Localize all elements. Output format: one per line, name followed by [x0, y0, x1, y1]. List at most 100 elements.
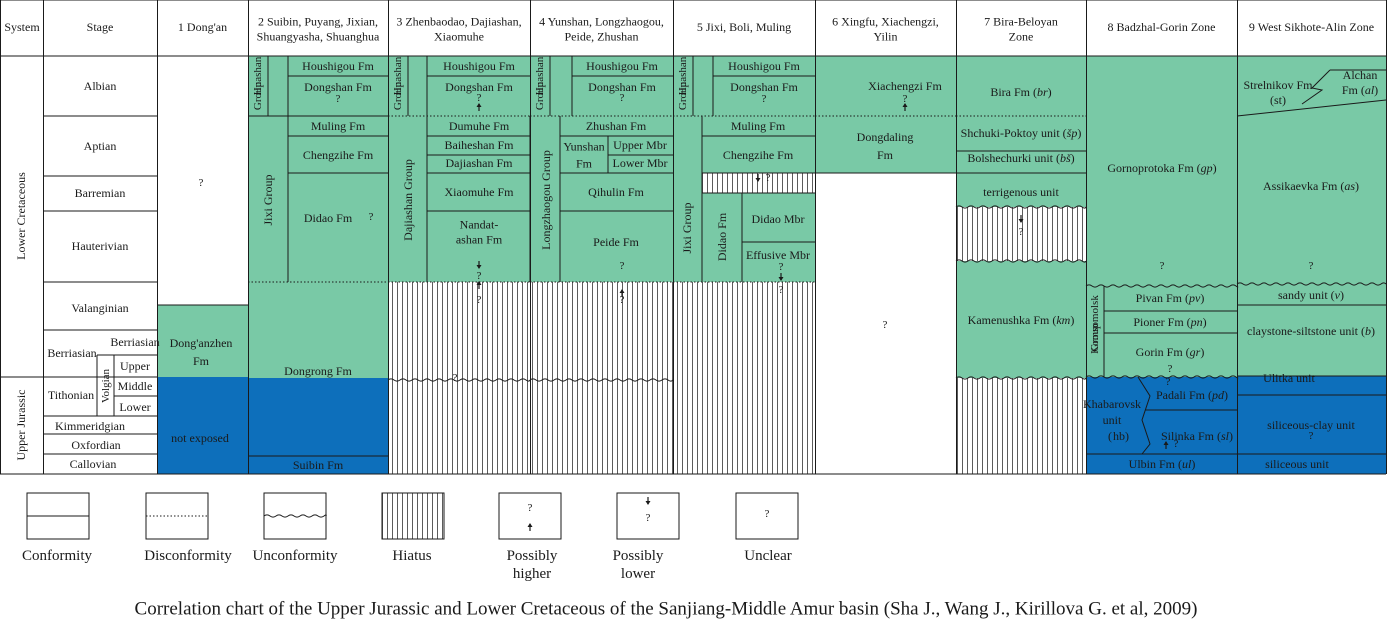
col5-green-fill — [673, 56, 815, 282]
col2-chengzihe: Chengzihe Fm — [303, 148, 374, 162]
legend-box — [263, 492, 327, 540]
arrow-head — [755, 178, 761, 182]
col8-padali: Padali Fm (pd) — [1156, 388, 1228, 402]
col8-gornoprotoka: Gornoprotoka Fm (gp) — [1107, 161, 1216, 175]
legend-box — [735, 492, 799, 540]
col9-claystone: claystone-siltstone unit (b) — [1247, 324, 1375, 338]
col5-effusive-mbr: Effusive Mbr — [746, 248, 810, 262]
col9-unconformity — [1236, 282, 1387, 286]
col7-hiatus-lower — [956, 378, 1086, 474]
label-part: Silinka Fm ( — [1161, 429, 1221, 443]
lines-layer — [0, 0, 1387, 540]
unclear-mark: ? — [1309, 260, 1314, 272]
label-part: ) — [1229, 429, 1233, 443]
col2-dongshan: Dongshan Fm — [304, 80, 372, 94]
stage-aptian: Aptian — [84, 139, 117, 153]
label-part: bš — [1060, 151, 1072, 165]
label-part: ) — [1213, 161, 1217, 175]
arrow-head — [1018, 219, 1024, 223]
col3-huashan-group: Group — [392, 81, 404, 110]
stage-header: Stage — [87, 20, 114, 34]
col2-dongrong: Dongrong Fm — [284, 364, 352, 378]
label-part: ) — [1077, 126, 1081, 140]
arrow-head — [1163, 441, 1169, 445]
col9-assikaevka: Assikaevka Fm (as) — [1263, 179, 1359, 193]
col4-qihulin: Qihulin Fm — [588, 185, 644, 199]
col9-blue-fill — [1237, 376, 1387, 474]
col7-bolshechurki: Bolshechurki unit (bš) — [967, 151, 1074, 165]
label-part: Assikaevka Fm ( — [1263, 179, 1344, 193]
unclear-mark: ? — [477, 270, 482, 282]
label-part: ) — [1200, 291, 1204, 305]
stage-oxfordian: Oxfordian — [71, 438, 120, 452]
col8-paren: ( — [1108, 429, 1112, 443]
col1-unknown: ? — [199, 177, 204, 189]
col8-paren: ) — [1125, 429, 1129, 443]
stage-albian: Albian — [84, 79, 117, 93]
col4-lower-mbr: Lower Mbr — [613, 156, 668, 170]
col4-unconformity — [529, 378, 674, 382]
col4-hiatus-lower — [530, 380, 673, 474]
label-part: pv — [1188, 291, 1201, 305]
col8-pivan: Pivan Fm (pv) — [1136, 291, 1205, 305]
legend-label: Disconformity — [144, 548, 232, 564]
column-header-2: Shuangyashа, Shuanghua — [257, 30, 380, 44]
col8-komsomolsk-group: Komsomolsk — [1089, 295, 1101, 354]
col3-nandatashan: ashan Fm — [456, 233, 503, 247]
col3-dumuhe: Dumuhe Fm — [449, 119, 510, 133]
col4-yunshan: Fm — [576, 157, 593, 171]
col7-terrigenous: terrigenous unit — [983, 185, 1059, 199]
col8-pioner: Pioner Fm (pn) — [1133, 315, 1206, 329]
col9-siliceous: siliceous unit — [1265, 457, 1329, 471]
col8-silinka: Silinka Fm (sl) — [1161, 429, 1233, 443]
label-part: b — [1365, 324, 1371, 338]
col6-dongdaling: Dongdaling — [857, 130, 914, 144]
label-part: sandy unit ( — [1278, 288, 1335, 302]
label-part: ) — [1203, 315, 1207, 329]
dong-anzhen-fill — [157, 305, 248, 377]
stage-barremian: Barremian — [75, 186, 126, 200]
stage-kimmeridgian: Kimmeridgian — [55, 419, 125, 433]
col8-blue-fill — [1086, 377, 1237, 474]
unclear-mark: ? — [779, 284, 784, 296]
stage-callovian: Callovian — [70, 457, 117, 471]
chart-caption: Correlation chart of the Upper Jurassic … — [135, 599, 1198, 620]
label-part: ) — [1374, 83, 1378, 97]
col9-strelnikov-code: (st) — [1270, 93, 1286, 107]
col3-baiheshan: Baiheshan Fm — [445, 138, 515, 152]
unclear-mark: ? — [620, 260, 625, 272]
label-part: al — [1365, 83, 1375, 97]
col1-not-exposed: not exposed — [171, 431, 229, 445]
label-part: Ulbin Fm ( — [1129, 457, 1182, 471]
label-part: br — [1037, 85, 1048, 99]
legend-label: Possibly — [613, 548, 664, 564]
substage-berriasian: Berriasian — [110, 335, 159, 349]
arrow-head — [902, 103, 908, 107]
col4-dongshan: Dongshan Fm — [588, 80, 656, 94]
unclear-mark: ? — [766, 172, 771, 184]
arrow-head — [778, 277, 784, 281]
col8-komsomolsk-fill — [1086, 286, 1237, 377]
label-part: Pioner Fm ( — [1133, 315, 1190, 329]
col5-dongshan: Dongshan Fm — [730, 80, 798, 94]
legend-label: Possibly — [507, 548, 558, 564]
label-part: ) — [1355, 179, 1359, 193]
col5-lower-arrow — [778, 273, 784, 281]
col7-green-fill — [956, 56, 1086, 207]
col7-unconformity — [955, 259, 1087, 263]
label-part: ) — [1191, 457, 1195, 471]
col7-shchuki: Shchuki-Poktoy unit (šp) — [961, 126, 1082, 140]
col4-houshigou: Houshigou Fm — [586, 59, 658, 73]
legend-higher-arrow — [527, 523, 533, 531]
label-part: claystone-siltstone unit ( — [1247, 324, 1365, 338]
col3-hiatus-fill — [388, 282, 530, 474]
col4-peide: Peide Fm — [593, 235, 639, 249]
col3-dajiashan-group: Dajiashan Group — [401, 159, 415, 241]
substage-middle: Middle — [118, 379, 153, 393]
legend-unconformity-line — [263, 514, 327, 518]
col3-higher-arrow — [476, 103, 482, 111]
col3-huashan-group: Huashan — [392, 56, 404, 95]
column-header-3: 3 Zhenbaodao, Dajiashan, — [396, 15, 521, 29]
col8-khabarovsk-unit: unit — [1103, 413, 1122, 427]
